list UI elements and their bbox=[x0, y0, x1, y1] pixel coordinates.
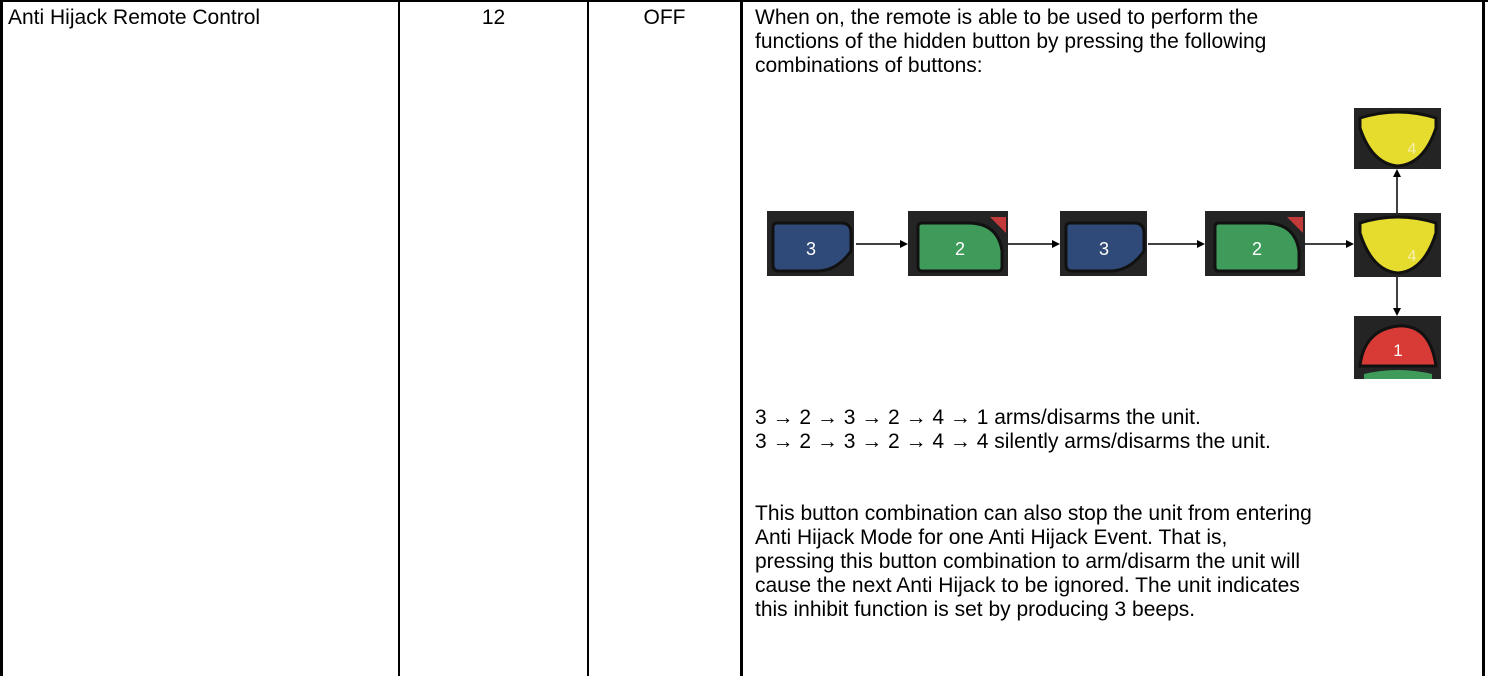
button-label: 4 bbox=[1408, 141, 1417, 158]
setting-name: Anti Hijack Remote Control bbox=[8, 6, 261, 29]
remote-button-image: 3 bbox=[767, 211, 854, 276]
table-border-col1 bbox=[398, 0, 400, 676]
description-intro-line: combinations of buttons: bbox=[755, 54, 983, 77]
note-line: This button combination can also stop th… bbox=[755, 502, 1312, 525]
arrow-right-icon bbox=[1305, 240, 1354, 248]
arrow-right-icon bbox=[1148, 240, 1205, 248]
button-label: 3 bbox=[806, 239, 816, 259]
table-border-top bbox=[0, 0, 1488, 2]
remote-button-image: 1 bbox=[1354, 316, 1441, 379]
arrow-right-icon bbox=[856, 240, 908, 248]
remote-button-image: 2 bbox=[1205, 211, 1305, 276]
button-label: 3 bbox=[1099, 239, 1109, 259]
remote-button-image: 3 bbox=[1060, 211, 1147, 276]
sequence-line: 3 → 2 → 3 → 2 → 4 → 1 arms/disarms the u… bbox=[755, 406, 1201, 429]
note-line: cause the next Anti Hijack to be ignored… bbox=[755, 574, 1300, 597]
button-label: 4 bbox=[1408, 248, 1417, 265]
description-sequences: 3 → 2 → 3 → 2 → 4 → 1 arms/disarms the u… bbox=[755, 406, 1475, 454]
setting-default: OFF bbox=[643, 6, 686, 29]
table-border-left bbox=[0, 0, 3, 676]
button-label: 2 bbox=[955, 239, 965, 259]
description-note: This button combination can also stop th… bbox=[755, 502, 1475, 622]
note-line: Anti Hijack Mode for one Anti Hijack Eve… bbox=[755, 526, 1228, 549]
description-intro: When on, the remote is able to be used t… bbox=[755, 6, 1475, 78]
table-border-col3 bbox=[740, 0, 743, 676]
description-intro-line: When on, the remote is able to be used t… bbox=[755, 6, 1259, 29]
button-label: 2 bbox=[1252, 239, 1262, 259]
remote-button-image: 4 bbox=[1354, 213, 1441, 277]
button-label: 1 bbox=[1393, 341, 1402, 360]
arrow-down-icon bbox=[1393, 277, 1401, 316]
note-line: this inhibit function is set by producin… bbox=[755, 598, 1196, 621]
remote-button-image: 2 bbox=[908, 211, 1008, 276]
note-line: pressing this button combination to arm/… bbox=[755, 550, 1301, 573]
sequence-line: 3 → 2 → 3 → 2 → 4 → 4 silently arms/disa… bbox=[755, 430, 1271, 453]
arrow-right-icon bbox=[1008, 240, 1060, 248]
description-intro-line: functions of the hidden button by pressi… bbox=[755, 30, 1267, 53]
table-border-col2 bbox=[587, 0, 589, 676]
table-border-right bbox=[1482, 0, 1485, 676]
remote-button-image: 4 bbox=[1354, 108, 1441, 169]
arrow-up-icon bbox=[1393, 169, 1401, 213]
setting-number: 12 bbox=[481, 6, 506, 29]
